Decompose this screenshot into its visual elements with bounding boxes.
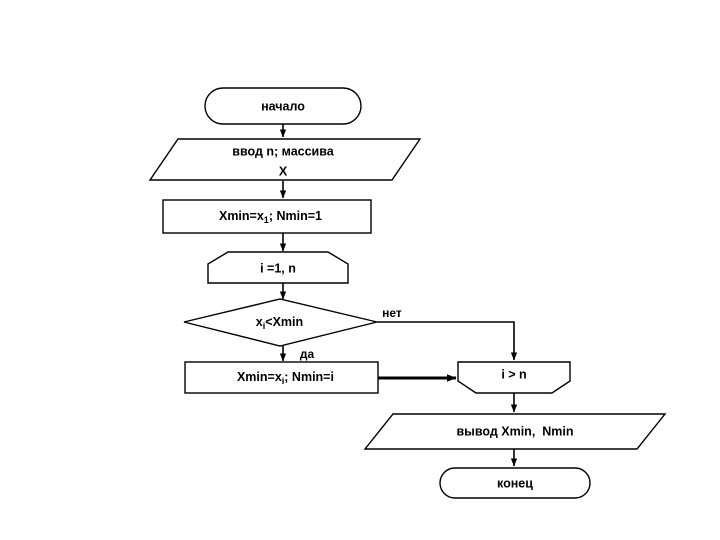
condition-diamond-shape	[183, 298, 378, 347]
node-init[interactable]: Xmin=x1; Nmin=1	[162, 199, 372, 234]
node-condition[interactable]: xi<Xmin	[183, 298, 378, 347]
input-label-line2: X	[279, 164, 288, 178]
assign-label-main: Xmin=x	[237, 370, 282, 384]
end-label: конец	[497, 476, 533, 490]
init-label-main: Xmin=x	[219, 209, 264, 223]
node-input[interactable]: ввод n; массива X	[148, 138, 422, 181]
input-parallelogram-shape	[148, 138, 422, 181]
output-parallelogram-shape	[363, 413, 667, 450]
assign-process-shape	[184, 361, 379, 394]
loop-end-label: i > n	[501, 367, 526, 381]
loop-end-hexagon-shape	[457, 361, 571, 394]
loop-start-hexagon-shape	[207, 251, 349, 284]
node-assign[interactable]: Xmin=xi; Nmin=i	[184, 361, 379, 394]
init-process-shape	[162, 199, 372, 234]
edge-label-yes: да	[300, 347, 315, 361]
assign-label-subscript: i	[282, 376, 285, 386]
init-label-subscript: 1	[264, 215, 269, 225]
start-terminator-shape	[204, 87, 362, 125]
condition-label-subscript: i	[263, 321, 266, 331]
assign-label-tail: ; Nmin=i	[284, 370, 334, 384]
condition-label-tail: <Xmin	[265, 315, 303, 329]
loop-start-label: i =1, n	[260, 261, 296, 275]
connector-group	[279, 124, 518, 467]
node-end[interactable]: конец	[439, 467, 591, 499]
input-label-line1: ввод n; массива	[232, 144, 334, 158]
init-label: Xmin=x1; Nmin=1	[188, 209, 347, 225]
node-start[interactable]: начало	[204, 87, 362, 125]
condition-label: xi<Xmin	[225, 315, 328, 331]
init-label-tail: ; Nmin=1	[269, 209, 322, 223]
output-label: вывод Xmin, Nmin	[457, 424, 574, 438]
node-loop-start[interactable]: i =1, n	[207, 251, 349, 284]
condition-label-main: x	[256, 315, 263, 329]
end-terminator-shape	[439, 467, 591, 499]
assign-label: Xmin=xi; Nmin=i	[206, 370, 359, 386]
node-output[interactable]: вывод Xmin, Nmin	[363, 413, 667, 450]
node-loop-end[interactable]: i > n	[457, 361, 571, 394]
edge-label-no: нет	[382, 306, 402, 320]
start-label: начало	[261, 99, 305, 113]
connector-condition-no-to-loopend	[377, 321, 518, 361]
